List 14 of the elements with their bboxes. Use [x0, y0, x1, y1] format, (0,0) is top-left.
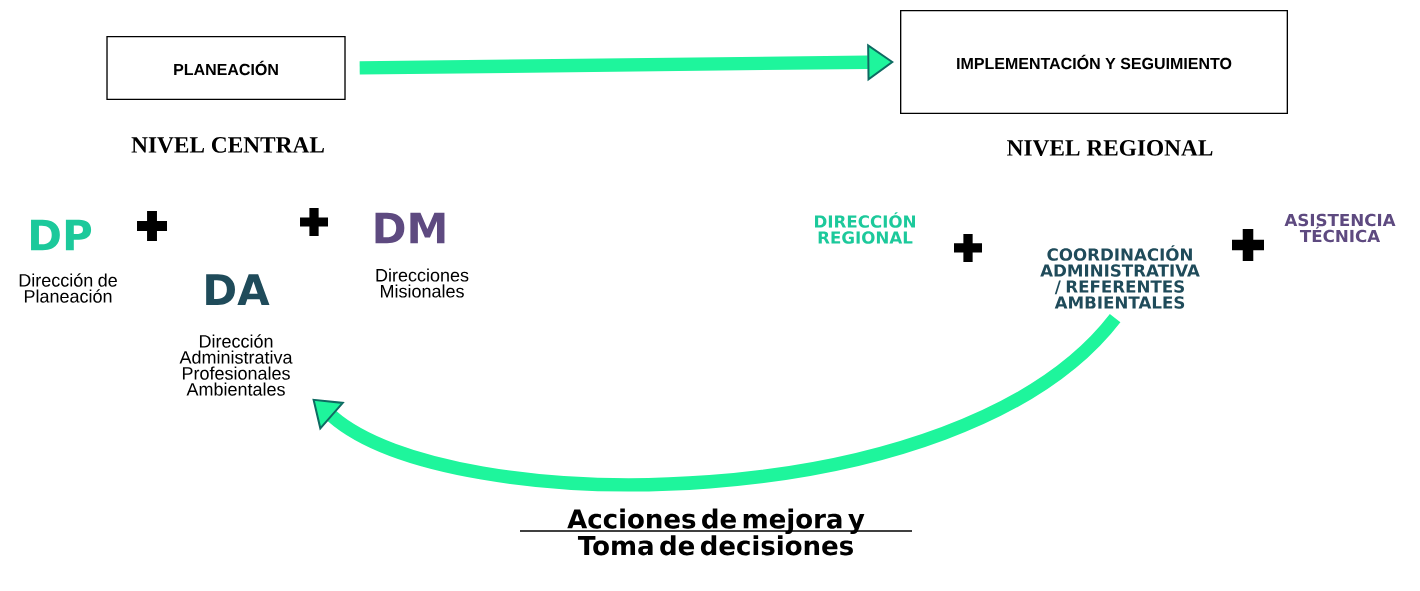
text-group: DA Dirección Administrativa Profesionales Ambientales — [179, 274, 293, 396]
edge-label: Acciones de mejora y Toma de decisiones — [567, 508, 865, 556]
abbreviation: DM — [375, 212, 445, 244]
arrow — [312, 313, 1120, 492]
process-box: IMPLEMENTACIÓN Y SEGUIMIENTO — [900, 10, 1288, 114]
text-label: COORDINACIÓN ADMINISTRATIVA / REFERENTES AMBIENTALES — [1040, 245, 1200, 309]
level-heading: NIVEL REGIONAL — [1007, 140, 1213, 156]
text-label: ASISTENCIA TÉCNICA — [1284, 213, 1396, 243]
level-heading: NIVEL CENTRAL — [131, 137, 324, 153]
description-text: Direcciones Misionales — [376, 268, 469, 298]
text-label: DIRECCIÓN REGIONAL — [815, 212, 915, 244]
description-text: Dirección de Planeación — [19, 273, 117, 303]
process-box: PLANEACIÓN — [106, 36, 346, 100]
abbreviation: DP — [31, 219, 92, 251]
